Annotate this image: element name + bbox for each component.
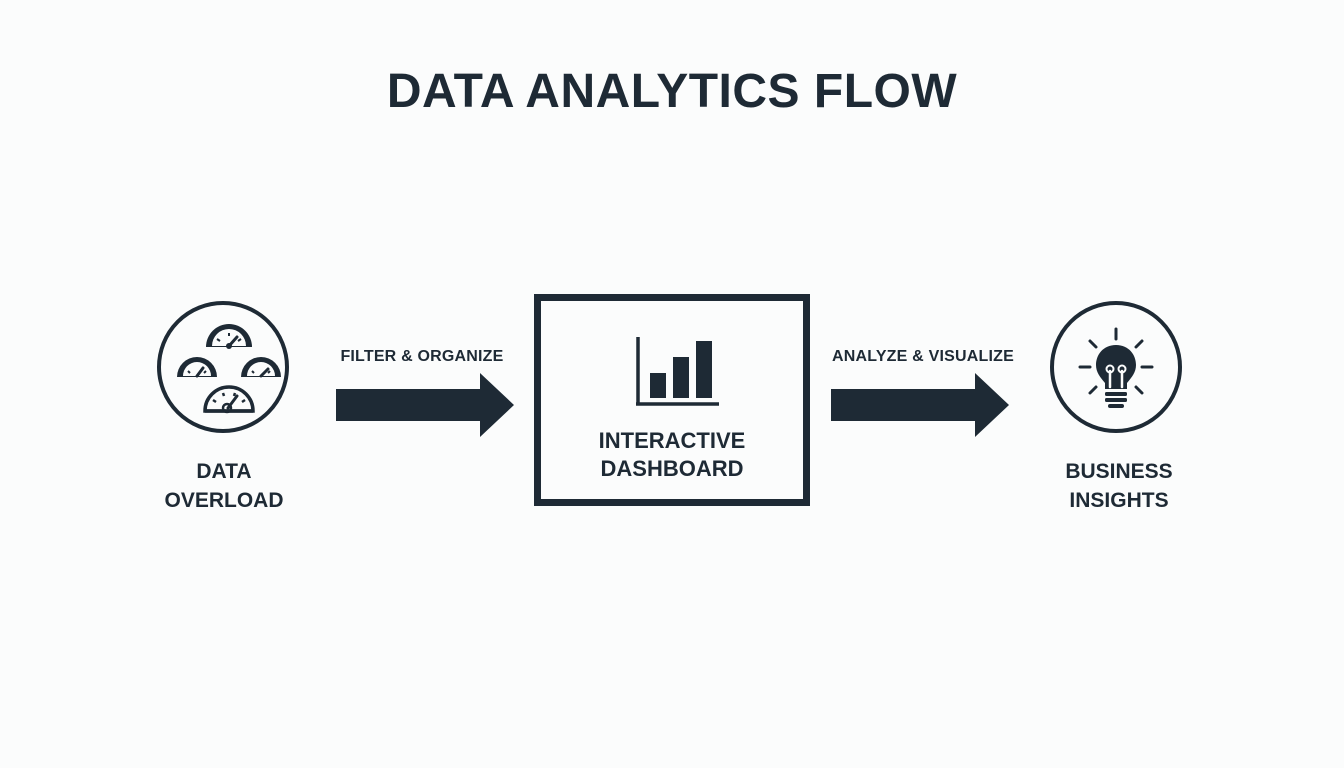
lightbulb-icon bbox=[1078, 327, 1154, 408]
data-overload-node bbox=[157, 301, 289, 433]
interactive-dashboard-label-line-1: INTERACTIVE bbox=[598, 428, 746, 453]
arrow-right-icon bbox=[831, 373, 1009, 437]
data-overload-label-line-2: OVERLOAD bbox=[164, 489, 284, 512]
diagram-title: DATA ANALYTICS FLOW bbox=[386, 65, 958, 118]
interactive-dashboard-node: INTERACTIVE DASHBOARD bbox=[534, 294, 810, 506]
business-insights-label-line-1: BUSINESS bbox=[1065, 460, 1173, 483]
data-overload-label: DATA OVERLOAD bbox=[124, 457, 324, 515]
interactive-dashboard-label: INTERACTIVE DASHBOARD bbox=[541, 427, 803, 483]
business-insights-label: BUSINESS INSIGHTS bbox=[1019, 457, 1219, 515]
edge-label-filter-organize: FILTER & ORGANIZE bbox=[340, 348, 504, 365]
arrow-right-icon bbox=[336, 373, 514, 437]
gauges-icon bbox=[177, 324, 281, 414]
business-insights-node bbox=[1050, 301, 1182, 433]
edge-label-analyze-visualize: ANALYZE & VISUALIZE bbox=[832, 348, 1014, 365]
data-overload-label-line-1: DATA bbox=[196, 460, 252, 483]
interactive-dashboard-label-line-2: DASHBOARD bbox=[600, 456, 744, 481]
bar-chart-icon bbox=[636, 337, 719, 406]
business-insights-label-line-2: INSIGHTS bbox=[1069, 489, 1169, 512]
